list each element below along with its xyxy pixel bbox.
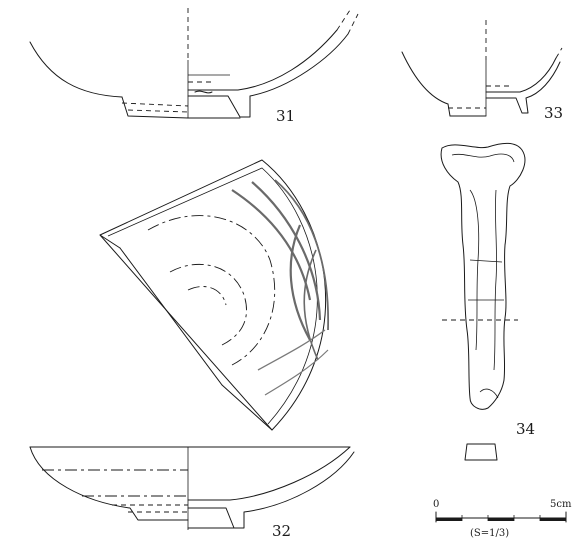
figure-31-label: 31 — [276, 107, 295, 125]
scale-bar: 0 5cm (S=1/3) — [433, 499, 572, 539]
figure-31-bowl-profile: 31 — [29, 8, 359, 125]
figure-33-bowl-profile: 33 — [401, 20, 563, 122]
figure-32-label: 32 — [272, 522, 291, 540]
scale-end-label: 5cm — [550, 499, 572, 510]
figure-32-dish-profile: 32 — [29, 446, 355, 540]
figure-34-metal-object: 34 — [440, 142, 535, 461]
scale-start-label: 0 — [433, 499, 439, 510]
scale-ratio-label: (S=1/3) — [470, 528, 509, 539]
figure-34-label: 34 — [516, 420, 535, 438]
figure-32-dish-plan-view — [99, 159, 329, 431]
figure-33-label: 33 — [544, 104, 563, 122]
